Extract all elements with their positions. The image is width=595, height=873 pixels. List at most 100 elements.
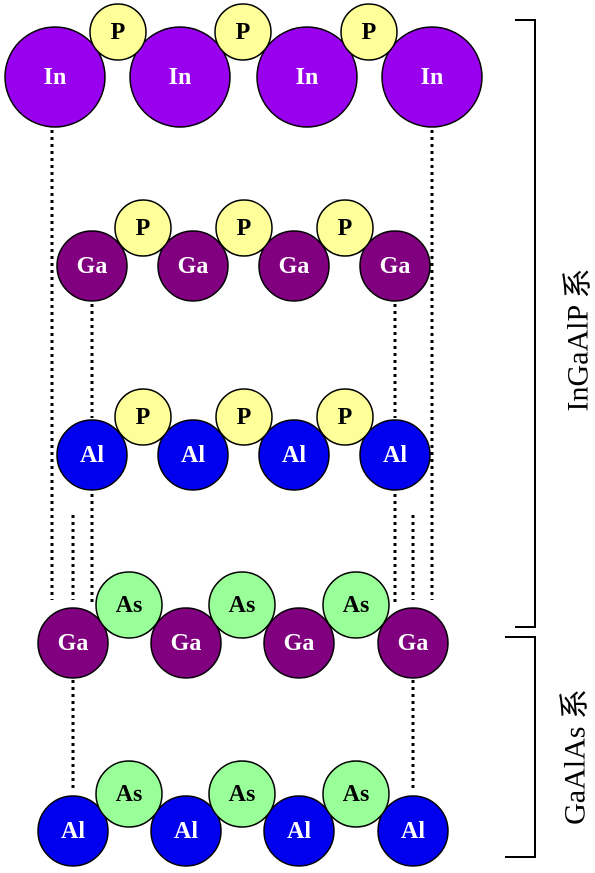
atom-al-p-cation-1-label: Al: [181, 442, 205, 468]
atom-al-p-anion-0-circle: [114, 388, 172, 446]
atom-ga-p-cation-1-circle: [157, 230, 229, 302]
atom-ga-as-cation-0-circle: [37, 607, 109, 679]
atom-in-p-anion-2-circle: [340, 3, 398, 61]
atom-al-as-cation-0-label: Al: [61, 818, 85, 844]
atom-in-p-cation-3: In: [381, 26, 483, 128]
atom-al-p-cation-2-label: Al: [282, 442, 306, 468]
atom-in-p-cation-1-label: In: [169, 64, 192, 90]
atom-ga-as-cation-0-label: Ga: [58, 630, 89, 656]
row-al-p: Al Al Al Al P P P: [56, 388, 431, 491]
atom-in-p-cation-1: In: [129, 26, 231, 128]
atom-in-p-anion-2: P: [340, 3, 398, 61]
atom-ga-p-cation-0-label: Ga: [77, 253, 108, 279]
atom-ga-p-cation-1: Ga: [157, 230, 229, 302]
atom-ga-p-anion-0: P: [114, 199, 172, 257]
atom-ga-as-cation-2: Ga: [263, 607, 335, 679]
atom-al-as-anion-1-label: As: [229, 781, 256, 807]
atom-in-p-cation-2-circle: [256, 26, 358, 128]
atom-ga-as-cation-1-label: Ga: [171, 630, 202, 656]
atom-in-p-cation-2: In: [256, 26, 358, 128]
atom-al-p-anion-1: P: [215, 388, 273, 446]
atom-ga-p-anion-2: P: [316, 199, 374, 257]
atom-ga-p-anion-1-label: P: [237, 215, 252, 241]
atom-al-p-cation-3: Al: [359, 419, 431, 491]
atom-ga-p-anion-0-circle: [114, 199, 172, 257]
atom-ga-as-anion-0-label: As: [116, 592, 143, 618]
atom-al-as-cation-1-label: Al: [174, 818, 198, 844]
atom-ga-as-cation-3-circle: [377, 607, 449, 679]
atom-al-p-cation-3-label: Al: [383, 442, 407, 468]
atom-ga-as-cation-2-circle: [263, 607, 335, 679]
atom-al-as-anion-2: As: [322, 760, 390, 828]
atom-al-p-cation-0-label: Al: [80, 442, 104, 468]
atom-al-as-anion-2-label: As: [343, 781, 370, 807]
atom-in-p-anion-1: P: [214, 3, 272, 61]
atom-ga-p-cation-2: Ga: [258, 230, 330, 302]
atom-ga-p-cation-2-circle: [258, 230, 330, 302]
atom-ga-p-cation-3-circle: [359, 230, 431, 302]
atom-ga-p-cation-1-label: Ga: [178, 253, 209, 279]
atom-in-p-cation-1-circle: [129, 26, 231, 128]
atom-in-p-anion-0-circle: [89, 3, 147, 61]
atom-ga-p-cation-0-circle: [56, 230, 128, 302]
atom-ga-p-cation-2-label: Ga: [279, 253, 310, 279]
atom-al-as-anion-0-circle: [95, 760, 163, 828]
atom-ga-as-cation-3: Ga: [377, 607, 449, 679]
atom-al-p-anion-2-label: P: [338, 404, 353, 430]
atom-al-as-anion-1: As: [208, 760, 276, 828]
atom-al-as-cation-3-circle: [377, 795, 449, 867]
bracket-ingaalp: InGaAlP 系: [515, 19, 595, 628]
atom-in-p-cation-3-label: In: [421, 64, 444, 90]
atom-ga-as-cation-0: Ga: [37, 607, 109, 679]
atom-in-p-cation-3-circle: [381, 26, 483, 128]
atom-ga-as-anion-0-circle: [95, 571, 163, 639]
atom-al-as-cation-2: Al: [263, 795, 335, 867]
atom-al-as-cation-3-label: Al: [401, 818, 425, 844]
bracket-ingaalp-line: [515, 19, 536, 628]
bracket-gaalas-label: GaAlAs 系: [559, 689, 592, 825]
atom-in-p-anion-1-label: P: [236, 19, 251, 45]
atom-ga-p-cation-0: Ga: [56, 230, 128, 302]
atom-al-p-anion-2-circle: [316, 388, 374, 446]
row-ga-as: Ga Ga Ga Ga As As As: [37, 571, 449, 679]
atom-ga-p-cation-3-label: Ga: [380, 253, 411, 279]
atom-ga-as-cation-1: Ga: [150, 607, 222, 679]
atom-in-p-anion-0: P: [89, 3, 147, 61]
atom-ga-as-cation-3-label: Ga: [398, 630, 429, 656]
atom-ga-as-anion-2-label: As: [343, 592, 370, 618]
bracket-gaalas-line: [505, 636, 536, 858]
atom-al-as-cation-0: Al: [37, 795, 109, 867]
atom-al-p-cation-0-circle: [56, 419, 128, 491]
atom-in-p-cation-0-label: In: [44, 64, 67, 90]
atom-al-p-anion-0: P: [114, 388, 172, 446]
atom-al-as-anion-0-label: As: [116, 781, 143, 807]
atom-ga-p-anion-2-circle: [316, 199, 374, 257]
atom-in-p-cation-0-circle: [4, 26, 106, 128]
atom-in-p-anion-2-label: P: [362, 19, 377, 45]
atom-ga-as-anion-1-label: As: [229, 592, 256, 618]
atom-in-p-cation-0: In: [4, 26, 106, 128]
atom-al-p-cation-2-circle: [258, 419, 330, 491]
atom-al-p-anion-0-label: P: [136, 404, 151, 430]
atom-al-p-anion-1-circle: [215, 388, 273, 446]
atom-al-as-cation-2-label: Al: [287, 818, 311, 844]
atom-ga-p-cation-3: Ga: [359, 230, 431, 302]
atom-al-as-cation-2-circle: [263, 795, 335, 867]
atom-ga-p-anion-1-circle: [215, 199, 273, 257]
atom-ga-p-anion-2-label: P: [338, 215, 353, 241]
atom-ga-as-anion-1: As: [208, 571, 276, 639]
atom-in-p-anion-1-circle: [214, 3, 272, 61]
atom-al-p-cation-1: Al: [157, 419, 229, 491]
atom-al-p-cation-1-circle: [157, 419, 229, 491]
atom-ga-as-anion-2-circle: [322, 571, 390, 639]
atom-al-p-cation-3-circle: [359, 419, 431, 491]
atom-al-p-anion-2: P: [316, 388, 374, 446]
bracket-ingaalp-label: InGaAlP 系: [562, 268, 595, 411]
atom-al-p-cation-2: Al: [258, 419, 330, 491]
atom-ga-as-cation-2-label: Ga: [284, 630, 315, 656]
atom-al-p-cation-0: Al: [56, 419, 128, 491]
